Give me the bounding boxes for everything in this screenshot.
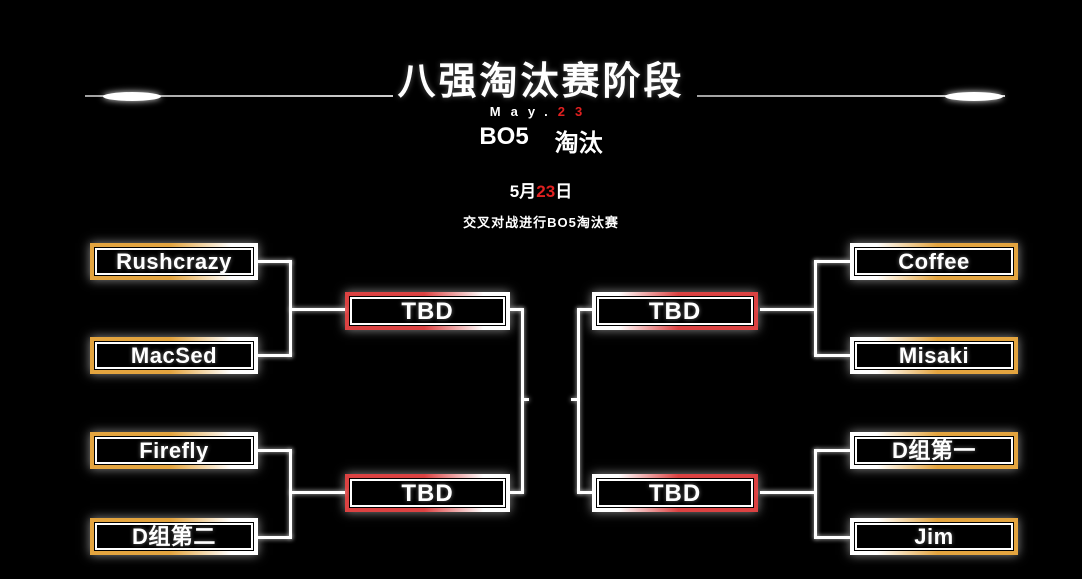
team-box-rushcrazy: Rushcrazy	[90, 243, 258, 280]
bracket-connector	[760, 308, 815, 311]
team-box-firefly: Firefly	[90, 432, 258, 469]
team-box-macsed: MacSed	[90, 337, 258, 374]
team-name: D组第二	[132, 524, 216, 549]
bracket-description: 交叉对战进行BO5淘汰赛	[463, 215, 619, 230]
team-box-coffee: Coffee	[850, 243, 1018, 280]
date-english-month: May	[489, 104, 545, 119]
divider-diamond-right-icon	[945, 92, 1003, 101]
winner-name: TBD	[648, 297, 702, 325]
team-box-group-d-second: D组第二	[90, 518, 258, 555]
bracket-connector	[760, 491, 815, 494]
date-chinese-suffix: 日	[555, 182, 573, 201]
winner-box-left-bottom-tbd: TBD	[345, 474, 510, 512]
date-chinese-day: 23	[536, 182, 556, 201]
winner-box-right-top-tbd: TBD	[592, 292, 758, 330]
match-format-line: BO5 淘汰	[0, 123, 1082, 158]
bracket-connector	[510, 491, 523, 494]
bracket-connector	[815, 260, 850, 263]
winner-name: TBD	[401, 479, 454, 507]
bracket-connector	[510, 308, 523, 311]
team-box-jim: Jim	[850, 518, 1018, 555]
winner-box-left-top-tbd: TBD	[345, 292, 510, 330]
team-box-misaki: Misaki	[850, 337, 1018, 374]
bracket-connector	[815, 354, 850, 357]
bracket-connector	[815, 449, 850, 452]
team-name: Misaki	[898, 343, 970, 368]
team-name: MacSed	[130, 343, 218, 368]
date-english-day: 23	[557, 104, 593, 119]
date-chinese: 5月23日	[0, 177, 1082, 202]
bracket-connector	[814, 260, 817, 357]
bracket-connector	[523, 398, 529, 401]
winner-name: TBD	[648, 479, 702, 507]
bracket-connector	[578, 308, 592, 311]
bracket-connector	[258, 449, 292, 452]
bracket-connector	[521, 308, 524, 494]
bracket-connector	[258, 536, 292, 539]
date-english: May.23	[0, 104, 1082, 119]
team-name: Firefly	[139, 438, 209, 463]
bracket-connector	[571, 398, 577, 401]
winner-box-right-bottom-tbd: TBD	[592, 474, 758, 512]
team-name: D组第一	[892, 438, 976, 463]
team-name: Coffee	[898, 249, 970, 274]
bracket-connector	[578, 491, 592, 494]
page-title: 八强淘汰赛阶段	[397, 61, 685, 103]
date-chinese-month: 5月	[509, 182, 537, 201]
bracket-connector	[577, 308, 580, 494]
winner-name: TBD	[401, 297, 454, 325]
format-stage: 淘汰	[554, 130, 603, 157]
bracket-connector	[290, 308, 345, 311]
format-bo5: BO5	[479, 123, 529, 150]
title-divider-left	[85, 95, 393, 97]
bracket-connector	[289, 449, 292, 539]
team-box-group-d-first: D组第一	[850, 432, 1018, 469]
bracket-connector	[290, 491, 345, 494]
bracket-connector	[258, 260, 292, 263]
team-name: Jim	[914, 524, 954, 549]
date-english-separator: .	[544, 104, 558, 119]
title-divider-right	[697, 95, 1005, 97]
bracket-connector	[814, 449, 817, 539]
bracket-connector	[258, 354, 292, 357]
bracket-connector	[815, 536, 850, 539]
team-name: Rushcrazy	[116, 249, 232, 274]
divider-diamond-left-icon	[103, 92, 161, 101]
